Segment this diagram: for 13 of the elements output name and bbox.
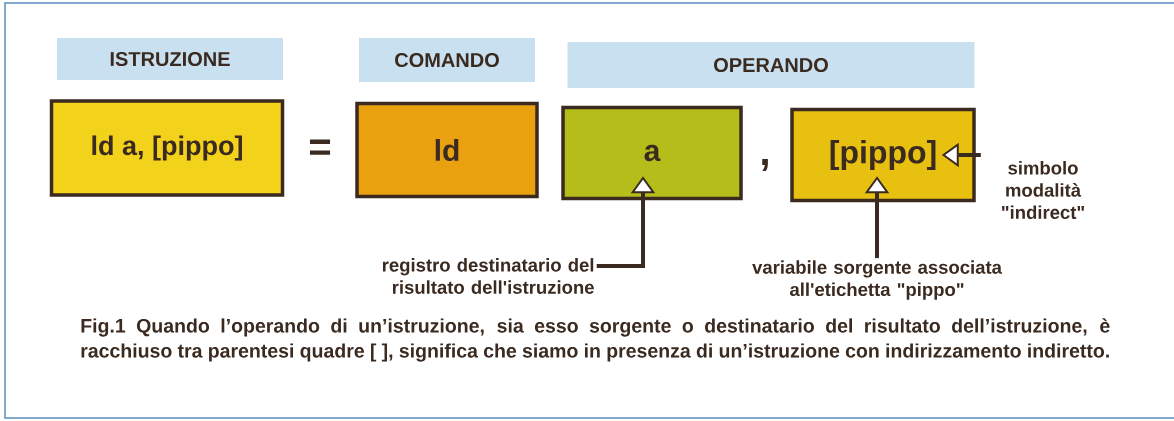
symbol-text: = [310, 139, 331, 155]
operand-box: a [561, 105, 743, 201]
operand-box: [pippo] [790, 107, 976, 203]
annotation-text: registro destinatario del risultato dell'istruzione [382, 258, 594, 294]
header-band: ISTRUZIONE [57, 38, 283, 80]
command-box: ld [355, 101, 539, 199]
caption: Fig.1 Quando l’operando di un’istruzione, sia esso sorgente o destinatario del risultato dell’istruzione, è racchiuso tra parentesi quadre [ ], significa che siamo in presenza di un’istruzione con indirizzamento indiretto. [81, 318, 1110, 362]
header-band: OPERANDO [567, 42, 975, 88]
header-band: COMANDO [359, 38, 535, 82]
annotation-text: simbolo modalità "indirect" [1002, 161, 1084, 219]
instruction-box: ld a, [pippo] [49, 99, 285, 197]
symbol-text: , [762, 158, 768, 172]
annotation-text: variabile sorgente associata all'etichetta "pippo" [752, 260, 1003, 300]
